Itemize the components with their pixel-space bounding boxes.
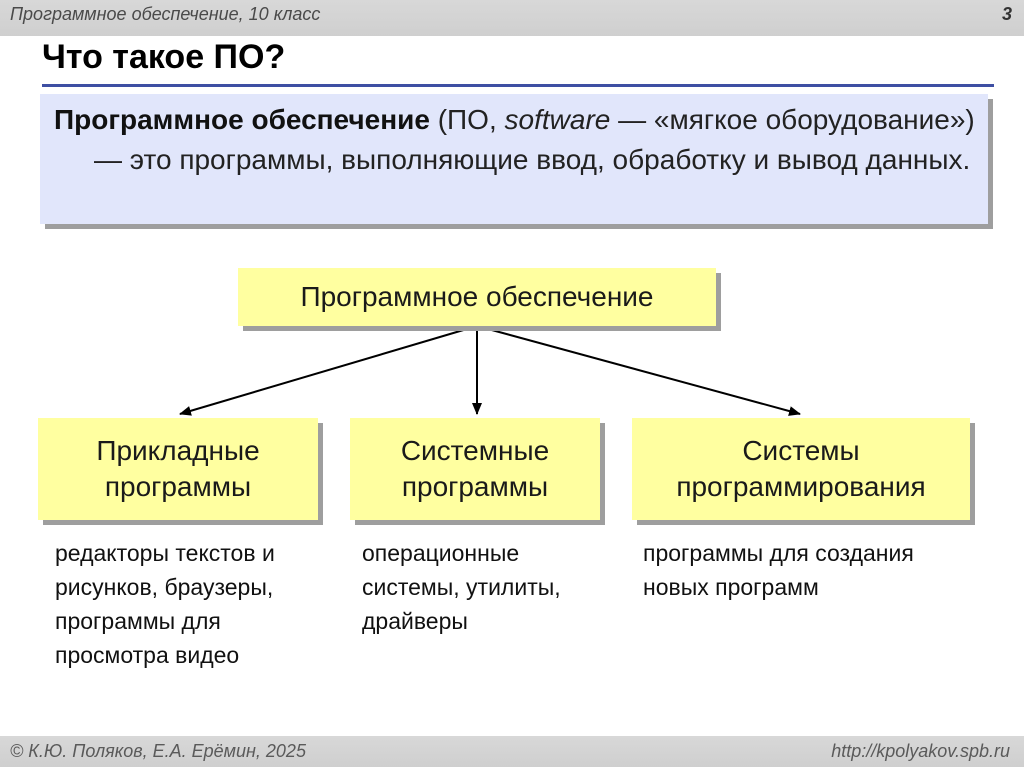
node-applied-line2: программы: [104, 471, 252, 502]
course-name: Программное обеспечение, 10 класс: [10, 4, 321, 24]
arrow-to-programming: [476, 325, 801, 416]
arrow-to-applied: [179, 325, 478, 416]
node-programming-systems: Системы программирования: [632, 418, 970, 520]
root-node-software: Программное обеспечение: [238, 268, 716, 326]
page-title: Что такое ПО?: [42, 38, 286, 76]
definition-part2: — «мягкое оборудование») — это программы…: [94, 104, 975, 175]
examples-system: операционные системы, утилиты, драйверы: [362, 540, 561, 634]
node-system-line1: Системные: [400, 435, 550, 466]
node-system-programs: Системные программы: [350, 418, 600, 520]
examples-programming: программы для создания новых программ: [643, 540, 914, 600]
node-programming-line2: программирования: [676, 471, 926, 502]
examples-applied: редакторы текстов и рисунков, браузеры, …: [55, 540, 275, 668]
definition-foreign-term: software: [504, 104, 611, 135]
node-applied-line1: Прикладные: [96, 435, 260, 466]
node-applied-programs: Прикладные программы: [38, 418, 318, 520]
node-programming-line1: Системы: [742, 435, 860, 466]
definition-term: Программное обеспечение: [54, 104, 430, 135]
copyright-text: © К.Ю. Поляков, Е.А. Ерёмин, 2025: [10, 741, 306, 761]
header-bar: Программное обеспечение, 10 класс 3: [0, 0, 1024, 36]
title-underline: [42, 84, 994, 87]
definition-box: Программное обеспечение (ПО, software — …: [40, 94, 988, 224]
footer-bar: © К.Ю. Поляков, Е.А. Ерёмин, 2025 http:/…: [0, 736, 1024, 767]
node-system-line2: программы: [401, 471, 549, 502]
site-link[interactable]: http://kpolyakov.spb.ru: [831, 741, 1010, 761]
page-number: 3: [1001, 4, 1012, 24]
definition-part1: (ПО,: [429, 104, 505, 135]
